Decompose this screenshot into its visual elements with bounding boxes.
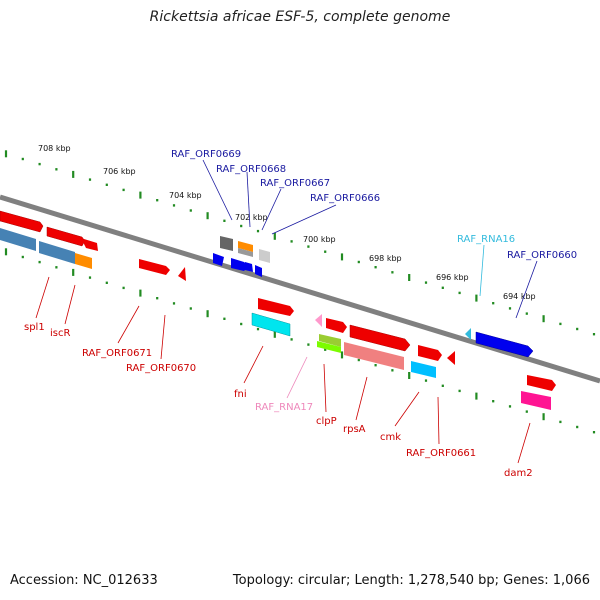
genome-summary-text: Topology: circular; Length: 1,278,540 bp… — [232, 573, 590, 588]
cds-block-steelblue-1[interactable] — [0, 228, 36, 251]
gene-dam2[interactable] — [527, 375, 556, 391]
leader-RAF-ORF0671 — [117, 305, 140, 344]
gene-RAF-ORF0668-grey[interactable] — [238, 248, 253, 257]
gene-RAF-ORF0660[interactable] — [475, 331, 534, 358]
label-cmk: cmk — [380, 432, 401, 443]
gene-iscR[interactable] — [46, 226, 86, 247]
leader-fni — [243, 345, 264, 384]
ruler-label: 704 kbp — [169, 191, 202, 200]
ruler-label: 708 kbp — [38, 144, 71, 153]
leader-RAF-RNA16 — [479, 244, 485, 297]
leader-RAF-ORF0668 — [246, 171, 251, 228]
leader-dam2 — [517, 422, 531, 464]
label-RAF-ORF0668: RAF_ORF0668 — [216, 164, 286, 175]
cds-block-magenta[interactable] — [521, 391, 551, 410]
label-spl1: spl1 — [24, 322, 45, 333]
ruler-labels: 708 kbp 706 kbp 704 kbp 702 kbp 700 kbp … — [38, 144, 536, 301]
cds-block-orange[interactable] — [75, 253, 92, 269]
label-RAF-ORF0670: RAF_ORF0670 — [126, 363, 196, 374]
cds-block-cyan-fni[interactable] — [251, 312, 291, 337]
leader-RAF-ORF0667 — [261, 188, 282, 231]
gene-RAF-ORF0666-box[interactable] — [259, 249, 270, 263]
gene-RAF-ORF0668[interactable] — [231, 258, 249, 271]
ruler-label: 694 kbp — [503, 292, 536, 301]
label-rpsA: rpsA — [343, 424, 366, 435]
leader-lines — [35, 159, 538, 464]
leader-RAF-ORF0669 — [202, 159, 233, 221]
leader-RAF-ORF0661 — [437, 396, 440, 445]
label-RAF-RNA17: RAF_RNA17 — [255, 402, 313, 413]
leader-rpsA — [355, 376, 368, 421]
label-dam2: dam2 — [504, 468, 533, 479]
gene-RAF-ORF0669-box[interactable] — [220, 236, 233, 251]
tick-marks — [4, 150, 596, 434]
label-fni: fni — [234, 389, 247, 400]
gene-RAF-ORF0667[interactable] — [245, 262, 253, 272]
label-RAF-ORF0660: RAF_ORF0660 — [507, 250, 577, 261]
gene-RAF-ORF0666[interactable] — [255, 265, 262, 277]
gene-rpsA[interactable] — [349, 324, 411, 352]
gene-clpP[interactable] — [326, 318, 347, 333]
cds-block-lime[interactable] — [317, 341, 341, 353]
ruler-label: 702 kbp — [235, 213, 268, 222]
leader-cmk — [394, 391, 420, 427]
gene-RAF-ORF0668-box[interactable] — [238, 241, 253, 252]
leader-RAF-ORF0660 — [515, 260, 538, 319]
cds-block-olive[interactable] — [319, 334, 341, 347]
gene-RAF-RNA16[interactable] — [465, 328, 471, 340]
gene-small-red[interactable] — [84, 239, 98, 251]
reverse-genes — [0, 210, 556, 410]
leader-RAF-RNA17 — [286, 356, 308, 399]
ruler-label: 700 kbp — [303, 235, 336, 244]
gene-RAF-ORF0661[interactable] — [447, 351, 455, 365]
accession-text: Accession: NC_012633 — [10, 573, 158, 588]
cds-block-steelblue-2[interactable] — [39, 241, 75, 264]
forward-genes — [213, 236, 534, 358]
label-RAF-ORF0666: RAF_ORF0666 — [310, 193, 380, 204]
ruler-label: 698 kbp — [369, 254, 402, 263]
leader-RAF-ORF0666 — [271, 204, 337, 235]
gene-RAF-RNA17[interactable] — [315, 314, 322, 327]
leader-clpP — [323, 363, 327, 413]
label-iscR: iscR — [50, 328, 70, 339]
map-title: Rickettsia africae ESF-5, complete genom… — [149, 9, 451, 25]
cds-block-salmon[interactable] — [344, 342, 404, 370]
label-RAF-RNA16: RAF_RNA16 — [457, 234, 515, 245]
label-RAF-ORF0667: RAF_ORF0667 — [260, 178, 330, 189]
leader-spl1 — [35, 276, 50, 319]
label-RAF-ORF0669: RAF_ORF0669 — [171, 149, 241, 160]
leader-iscR — [64, 284, 76, 325]
gene-spl1[interactable] — [0, 210, 44, 233]
label-RAF-ORF0661: RAF_ORF0661 — [406, 448, 476, 459]
gene-RAF-ORF0670[interactable] — [178, 267, 186, 281]
label-clpP: clpP — [316, 416, 337, 427]
gene-cmk[interactable] — [418, 345, 442, 361]
gene-RAF-ORF0671[interactable] — [139, 259, 170, 275]
gene-RAF-ORF0669[interactable] — [213, 253, 224, 266]
cds-block-cyan-cmk[interactable] — [411, 361, 436, 378]
gene-fni[interactable] — [258, 298, 294, 316]
leader-RAF-ORF0670 — [160, 314, 166, 360]
genome-backbone — [0, 194, 600, 384]
ruler-label: 696 kbp — [436, 273, 469, 282]
ruler-label: 706 kbp — [103, 167, 136, 176]
label-RAF-ORF0671: RAF_ORF0671 — [82, 348, 152, 359]
gene-labels: RAF_ORF0669 RAF_ORF0668 RAF_ORF0667 RAF_… — [24, 149, 577, 479]
